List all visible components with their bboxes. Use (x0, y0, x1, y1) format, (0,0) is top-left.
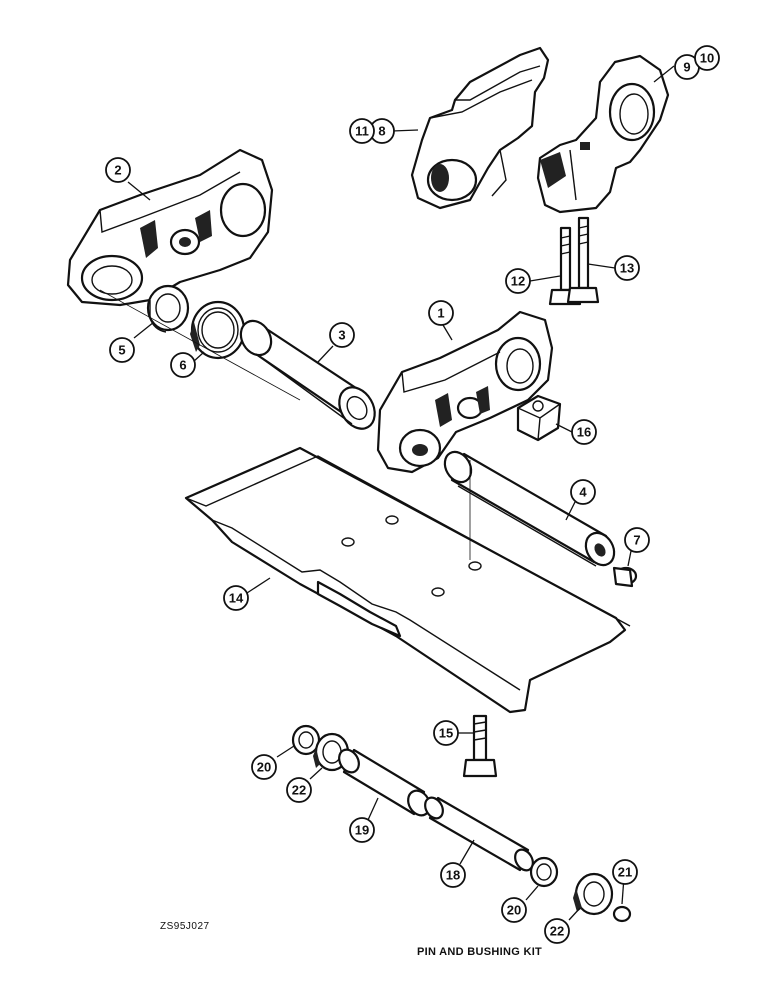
svg-text:6: 6 (179, 358, 186, 373)
svg-text:21: 21 (618, 865, 632, 880)
seal-part-20-lower (529, 856, 559, 888)
svg-text:19: 19 (355, 823, 369, 838)
callout-22-lower: 22 (544, 918, 570, 944)
callout-12: 12 (505, 268, 531, 294)
callout-22-upper: 22 (286, 777, 312, 803)
svg-text:22: 22 (292, 783, 306, 798)
spacer-part-22-lower (573, 872, 614, 916)
callout-13: 13 (614, 255, 640, 281)
callout-7: 7 (624, 527, 650, 553)
callout-3: 3 (329, 322, 355, 348)
svg-text:3: 3 (338, 328, 345, 343)
track-link-part-1 (376, 310, 554, 474)
svg-text:2: 2 (114, 163, 121, 178)
svg-text:5: 5 (118, 343, 125, 358)
svg-text:13: 13 (620, 261, 634, 276)
callout-19: 19 (349, 817, 375, 843)
track-shoe-bolt-part-13 (566, 216, 600, 304)
callout-16: 16 (571, 419, 597, 445)
callout-15: 15 (433, 720, 459, 746)
nut-part-16 (516, 394, 562, 442)
callout-14: 14 (223, 585, 249, 611)
plug-part-21 (612, 905, 632, 923)
kit-caption: PIN AND BUSHING KIT (417, 946, 543, 958)
track-link-part-2 (66, 148, 274, 307)
plug-part-7 (612, 566, 638, 588)
master-link-half-part-9 (536, 54, 670, 214)
seal-part-5 (146, 284, 190, 333)
callout-2: 2 (105, 157, 131, 183)
bushing-part-19 (338, 748, 431, 817)
bushing-part-3 (239, 319, 376, 430)
svg-text:22: 22 (550, 924, 564, 939)
pin-part-4 (443, 450, 616, 567)
drawing-reference-code: ZS95J027 (160, 921, 210, 932)
svg-text:4: 4 (579, 485, 587, 500)
track-shoe-part-14 (184, 446, 631, 714)
svg-text:16: 16 (577, 425, 591, 440)
svg-text:18: 18 (446, 868, 460, 883)
callout-6: 6 (170, 352, 196, 378)
svg-text:12: 12 (511, 274, 525, 289)
callout-21: 21 (612, 859, 638, 885)
callout-10: 10 (694, 45, 720, 71)
svg-text:11: 11 (355, 124, 369, 139)
svg-text:10: 10 (700, 51, 714, 66)
svg-text:9: 9 (683, 60, 690, 75)
callout-5: 5 (109, 337, 135, 363)
svg-text:1: 1 (437, 306, 444, 321)
callout-20-upper: 20 (251, 754, 277, 780)
svg-text:14: 14 (229, 591, 244, 606)
svg-text:20: 20 (257, 760, 271, 775)
master-link-half-part-8 (410, 46, 550, 210)
pin-part-18 (424, 796, 534, 872)
callout-1: 1 (428, 300, 454, 326)
svg-text:7: 7 (633, 533, 640, 548)
callout-4: 4 (570, 479, 596, 505)
svg-text:20: 20 (507, 903, 521, 918)
svg-text:8: 8 (378, 124, 385, 139)
callout-11: 11 (349, 118, 375, 144)
callout-18: 18 (440, 862, 466, 888)
shoe-bolt-part-15 (462, 714, 498, 778)
callout-20-lower: 20 (501, 897, 527, 923)
svg-text:15: 15 (439, 726, 453, 741)
spacer-part-6 (190, 300, 246, 360)
